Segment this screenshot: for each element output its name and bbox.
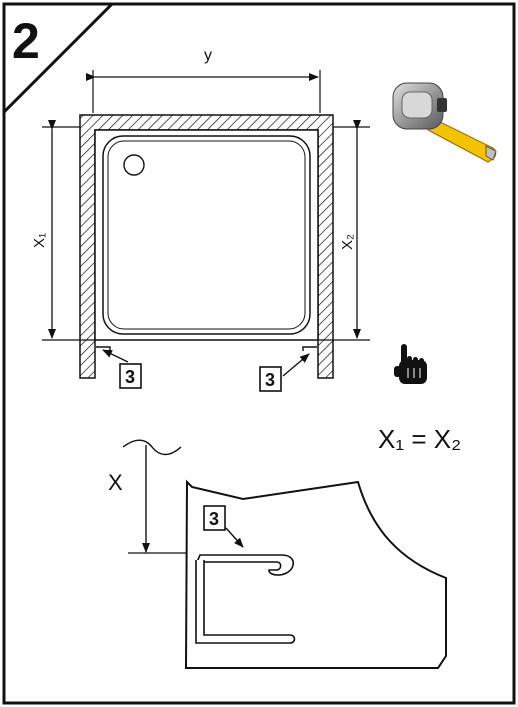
tape-measure-icon: [392, 82, 497, 163]
right-depth-label: X₂: [339, 234, 356, 250]
step-number: 2: [12, 13, 40, 69]
right-depth-dimension: X₂: [318, 120, 370, 341]
part-callout-detail: 3: [203, 505, 244, 548]
equation-label: X₁ = X₂: [378, 424, 461, 454]
height-dimension: X: [108, 439, 196, 554]
drain-icon: [123, 154, 145, 176]
part-right-number: 3: [265, 370, 275, 390]
part-left-number: 3: [125, 367, 135, 387]
part-callout-left: 3: [102, 349, 142, 389]
pointing-hand-icon: [394, 344, 427, 384]
left-depth-label: X₁: [31, 233, 48, 248]
left-depth-dimension: X₁: [31, 120, 95, 341]
width-label: y: [204, 47, 212, 64]
shower-tray: [94, 129, 319, 351]
part-detail-number: 3: [209, 509, 219, 529]
width-dimension: y: [86, 47, 321, 113]
height-label: X: [108, 470, 123, 495]
part-callout-right: 3: [259, 353, 310, 392]
tray-edge-section: [184, 479, 447, 669]
step-badge: 2: [2, 2, 116, 116]
